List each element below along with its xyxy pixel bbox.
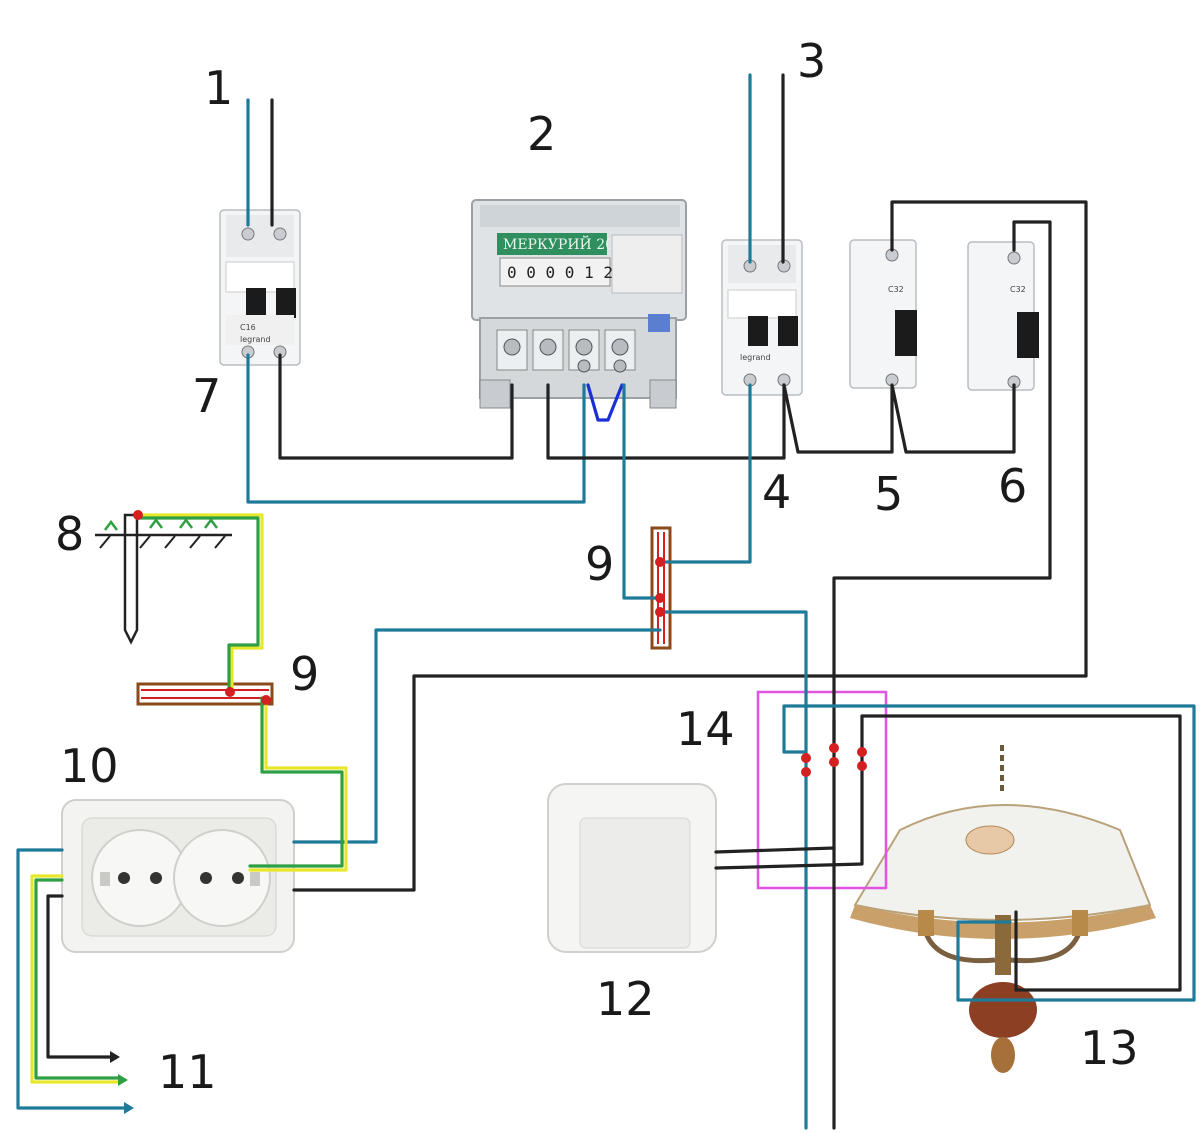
chandelier	[850, 745, 1156, 1073]
label-7: 7	[192, 369, 221, 423]
breaker-lighting-rating: C32	[888, 285, 904, 294]
ground-electrode	[95, 513, 232, 645]
label-13: 13	[1080, 1021, 1139, 1075]
label-12: 12	[596, 972, 655, 1026]
label-11: 11	[158, 1045, 217, 1099]
wires	[16, 73, 1196, 1130]
breaker-main-brand: legrand	[240, 335, 271, 344]
light-switch	[547, 783, 717, 953]
busbar-neutral	[650, 526, 672, 650]
label-4: 4	[762, 465, 791, 519]
label-3: 3	[797, 34, 826, 88]
double-socket	[61, 799, 295, 953]
label-10: 10	[60, 739, 119, 793]
junction-box	[756, 690, 888, 890]
breaker-lighting: C32	[849, 239, 917, 389]
busbar-earth	[136, 682, 274, 706]
label-8: 8	[55, 507, 84, 561]
number-labels: 1 2 3 4 5 6 7 8 9 9 10 11 12 13 14	[55, 34, 1139, 1099]
label-6: 6	[998, 459, 1027, 513]
label-9-earth-busbar: 9	[290, 647, 319, 701]
label-5: 5	[874, 467, 903, 521]
breaker-sockets: C32	[967, 241, 1039, 391]
label-2: 2	[527, 107, 556, 161]
electricity-meter: МЕРКУРИЙ 201 0 0 0 0 1 2	[471, 199, 687, 409]
breaker-main-rating: C16	[240, 323, 256, 332]
breaker-group-brand: legrand	[740, 353, 771, 362]
meter-counter: 0 0 0 0 1 2	[507, 263, 613, 282]
label-9-neutral-busbar: 9	[585, 537, 614, 591]
meter-terminals	[496, 329, 636, 373]
terminal-dots	[133, 510, 867, 777]
label-14: 14	[676, 702, 735, 756]
breaker-group: legrand	[721, 239, 803, 396]
label-1: 1	[204, 61, 233, 115]
breaker-sockets-rating: C32	[1010, 285, 1026, 294]
breaker-main: C16 legrand	[219, 209, 301, 366]
meter-brand: МЕРКУРИЙ 201	[503, 234, 623, 253]
